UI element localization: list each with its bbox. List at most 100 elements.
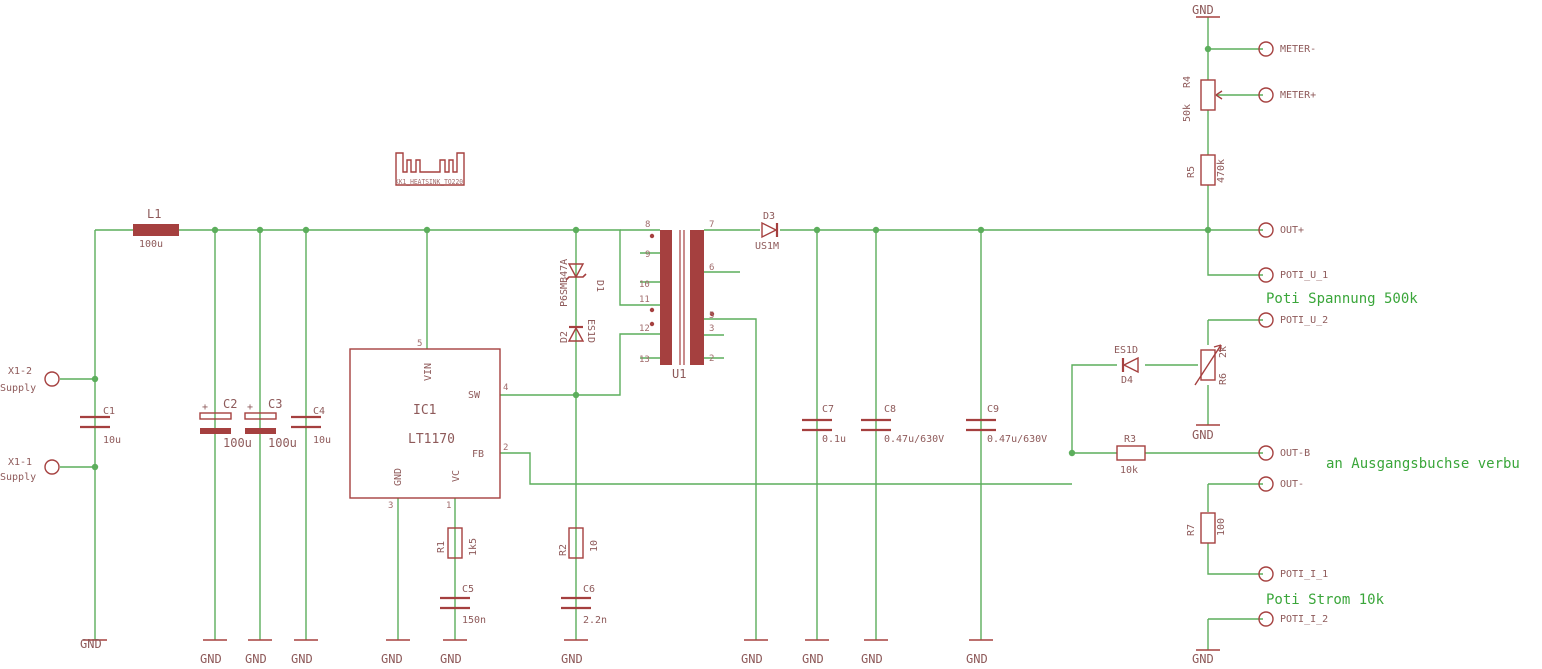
r5-value: 470k	[1216, 159, 1227, 183]
u1-ref: U1	[672, 367, 686, 381]
connector-pad-meter-minus[interactable]	[1258, 41, 1274, 57]
diode-d4[interactable]	[1121, 356, 1139, 374]
connector-label-poti-i-2: POTI_I_2	[1280, 614, 1328, 625]
c1-ref: C1	[103, 406, 115, 417]
connector-label-poti-u-1: POTI_U_1	[1280, 270, 1328, 281]
junction	[1204, 226, 1212, 234]
d3-ref: D3	[763, 211, 775, 222]
capacitor-c1[interactable]	[80, 415, 110, 429]
c9-value: 0.47u/630V	[987, 434, 1047, 445]
resistor-r2[interactable]	[568, 527, 584, 559]
c4-ref: C4	[313, 406, 325, 417]
u1-pin-3: 3	[709, 324, 714, 334]
diode-d3[interactable]	[761, 221, 779, 239]
r5-ref: R5	[1186, 166, 1197, 178]
tvs-diode-d1[interactable]	[565, 263, 587, 281]
capacitor-c5[interactable]	[440, 596, 470, 610]
c5-value: 150n	[462, 615, 486, 626]
connector-pads	[44, 41, 1274, 627]
ic1-pin-vc: VC	[451, 470, 462, 482]
u1-pin-13: 13	[639, 355, 650, 365]
ground-label: GND	[245, 652, 267, 666]
resistor-r5[interactable]	[1200, 154, 1216, 186]
c3-value: 100u	[268, 436, 297, 450]
ground-label: GND	[381, 652, 403, 666]
resistor-r3[interactable]	[1116, 445, 1146, 461]
l1-value: 100u	[139, 239, 163, 250]
ground-symbols	[83, 16, 1220, 651]
r1-value: 1k5	[468, 538, 479, 556]
ground-label: GND	[802, 652, 824, 666]
u1-pin-2: 2	[709, 354, 714, 364]
trimmer-r6[interactable]	[1194, 344, 1222, 386]
c5-ref: C5	[462, 584, 474, 595]
capacitor-c8[interactable]	[861, 418, 891, 432]
ic1-pin-num-fb: 2	[503, 443, 508, 453]
connector-pad-meter-plus[interactable]	[1258, 87, 1274, 103]
u1-pin-8: 8	[645, 220, 650, 230]
capacitor-c4[interactable]	[291, 415, 321, 429]
connector-pad-x1-1[interactable]	[44, 459, 60, 475]
connector-pad-poti-u-1[interactable]	[1258, 267, 1274, 283]
junction	[813, 226, 821, 234]
r2-value: 10	[589, 540, 600, 552]
ground-label: GND	[80, 637, 102, 651]
connector-pad-x1-2[interactable]	[44, 371, 60, 387]
resistor-r7[interactable]	[1200, 512, 1216, 544]
junction	[572, 391, 580, 399]
ground-labels: GND GND GND GND GND GND GND GND GND GND …	[80, 3, 1214, 666]
connector-label-out-b: OUT-B	[1280, 448, 1310, 459]
d4-value: ES1D	[1114, 345, 1138, 356]
c9-ref: C9	[987, 404, 999, 415]
ic1-pin-num-sw: 4	[503, 383, 508, 393]
r6-ref: R6	[1218, 373, 1229, 385]
connector-pad-poti-u-2[interactable]	[1258, 312, 1274, 328]
heatsink-icon	[395, 152, 465, 186]
junction	[256, 226, 264, 234]
capacitor-c6[interactable]	[561, 596, 591, 610]
diode-d2[interactable]	[567, 325, 585, 342]
c7-ref: C7	[822, 404, 834, 415]
note-poti-strom: Poti Strom 10k	[1266, 592, 1385, 608]
connector-pad-out-minus[interactable]	[1258, 476, 1274, 492]
u1-pin-6: 6	[709, 263, 714, 273]
ground-label: GND	[1192, 652, 1214, 666]
c2-plus-sign: +	[202, 402, 208, 413]
ic1-value: LT1170	[408, 432, 455, 447]
capacitor-c7[interactable]	[802, 418, 832, 432]
junction	[872, 226, 880, 234]
connector-pad-out-b[interactable]	[1258, 445, 1274, 461]
connector-pad-out-plus[interactable]	[1258, 222, 1274, 238]
ic1-pin-vin: VIN	[423, 363, 434, 381]
ground-label: GND	[1192, 428, 1214, 442]
capacitor-c2[interactable]	[199, 412, 232, 434]
r3-ref: R3	[1124, 434, 1136, 445]
junction	[91, 463, 99, 471]
connector-pad-poti-i-1[interactable]	[1258, 566, 1274, 582]
supply-label: Supply	[0, 383, 36, 394]
supply-label: Supply	[0, 472, 36, 483]
junction	[211, 226, 219, 234]
ic-lt1170-body[interactable]	[349, 348, 501, 499]
transformer-u1[interactable]	[649, 230, 715, 365]
r1-ref: R1	[436, 541, 447, 553]
connector-pad-poti-i-2[interactable]	[1258, 611, 1274, 627]
capacitor-c9[interactable]	[966, 418, 996, 432]
connector-label-out-plus: OUT+	[1280, 225, 1304, 236]
ground-label: GND	[561, 652, 583, 666]
heatsink-label: KK1_HEATSINK_TO220	[395, 178, 463, 186]
connector-label-out-minus: OUT-	[1280, 479, 1304, 490]
inductor-l1[interactable]	[133, 224, 179, 236]
u1-pin-10: 10	[639, 280, 650, 290]
junction	[91, 375, 99, 383]
ic1-pin-fb: FB	[472, 449, 484, 460]
capacitor-c3[interactable]	[244, 412, 277, 434]
resistor-r1[interactable]	[447, 527, 463, 559]
r7-value: 100	[1216, 518, 1227, 536]
ground-label: GND	[861, 652, 883, 666]
ic1-ref: IC1	[413, 403, 436, 418]
c3-ref: C3	[268, 397, 282, 411]
potentiometer-r4[interactable]	[1200, 79, 1223, 111]
connector-label-meter-plus: METER+	[1280, 90, 1316, 101]
note-poti-spannung: Poti Spannung 500k	[1266, 291, 1418, 307]
